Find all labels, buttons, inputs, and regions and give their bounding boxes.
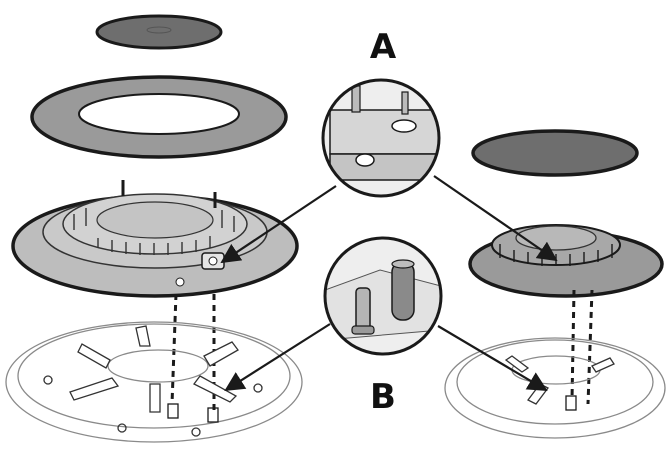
alignment-lines-left [170, 293, 216, 410]
large-burner-base [5, 321, 303, 443]
callout-arrows [220, 175, 558, 392]
alignment-lines-right [570, 289, 594, 405]
arrow-a-right [433, 175, 558, 262]
arrow-a-left [220, 185, 337, 264]
small-burner-cap-right [471, 129, 639, 177]
label-b: B [370, 377, 396, 417]
small-burner-head [468, 224, 664, 298]
large-burner-head [11, 180, 299, 298]
arrow-b-left [224, 323, 331, 392]
small-burner-base [444, 337, 666, 439]
label-a: A [370, 27, 397, 67]
detail-lens-b [323, 236, 443, 356]
arrow-b-right [437, 325, 548, 392]
detail-lens-a [321, 78, 441, 198]
large-flame-ring [30, 75, 288, 159]
small-burner-cap [95, 14, 223, 50]
